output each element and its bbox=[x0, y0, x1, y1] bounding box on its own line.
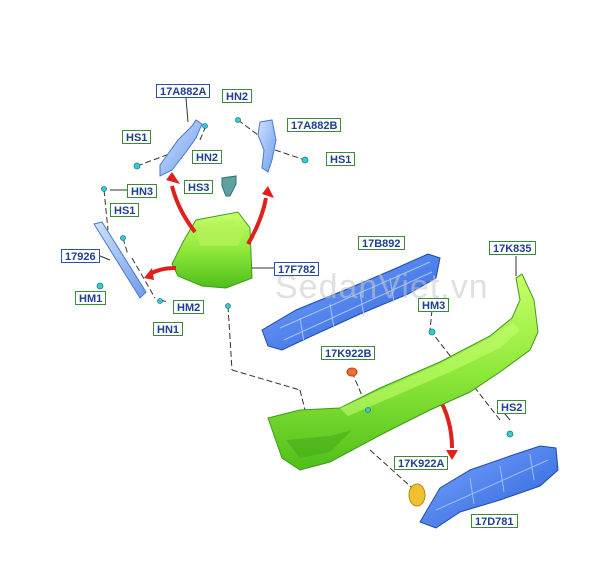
valance-17d781-shape bbox=[419, 445, 559, 529]
label-hn2-top[interactable]: HN2 bbox=[222, 89, 253, 103]
bracket-17a882b-shape bbox=[257, 119, 277, 173]
reflector-17k922a-shape bbox=[408, 483, 426, 507]
bar-17926-shape bbox=[93, 221, 147, 299]
label-hn1[interactable]: HN1 bbox=[153, 322, 184, 336]
valance-ribs bbox=[435, 453, 549, 511]
arrow-heads bbox=[144, 172, 458, 460]
bumper-17k835-shape bbox=[267, 273, 539, 471]
absorber-17b892-shape bbox=[261, 253, 441, 351]
absorber-ribs bbox=[279, 261, 433, 343]
label-hm1[interactable]: HM1 bbox=[75, 291, 107, 305]
fastener-hs3-shape bbox=[221, 175, 237, 197]
clip-17k922b-shape bbox=[346, 367, 358, 377]
corner-highlight bbox=[196, 220, 244, 246]
label-hs3[interactable]: HS3 bbox=[184, 180, 214, 194]
bracket-17a882a-shape bbox=[159, 119, 203, 177]
label-17a882a[interactable]: 17A882A bbox=[156, 84, 211, 98]
label-17f782[interactable]: 17F782 bbox=[274, 262, 320, 276]
screw-dots bbox=[96, 117, 514, 438]
label-17926[interactable]: 17926 bbox=[61, 249, 100, 263]
label-hm3[interactable]: HM3 bbox=[418, 298, 450, 312]
label-17k835[interactable]: 17K835 bbox=[489, 241, 536, 255]
label-hs2[interactable]: HS2 bbox=[497, 400, 527, 414]
label-hs1-right[interactable]: HS1 bbox=[326, 152, 356, 166]
label-hs1-top[interactable]: HS1 bbox=[122, 130, 152, 144]
label-hm2[interactable]: HM2 bbox=[173, 300, 205, 314]
label-17d781[interactable]: 17D781 bbox=[471, 514, 518, 528]
label-17k922b[interactable]: 17K922B bbox=[321, 346, 376, 360]
label-hn2-mid[interactable]: HN2 bbox=[192, 150, 223, 164]
label-17k922a[interactable]: 17K922A bbox=[394, 456, 449, 470]
bumper-highlight bbox=[340, 322, 520, 416]
bumper-shadow bbox=[286, 430, 352, 458]
label-hn3-left[interactable]: HN3 bbox=[127, 184, 158, 198]
label-17b892[interactable]: 17B892 bbox=[358, 236, 405, 250]
label-17a882b[interactable]: 17A882B bbox=[287, 118, 342, 132]
label-hs1-left[interactable]: HS1 bbox=[110, 203, 140, 217]
